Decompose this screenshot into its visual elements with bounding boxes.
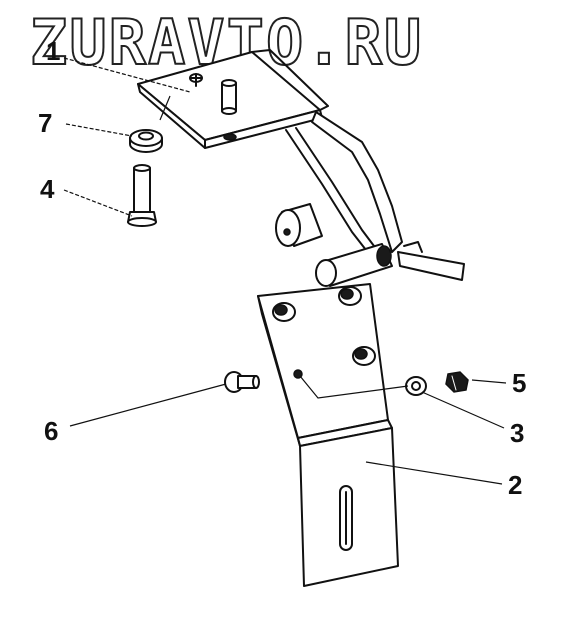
linkage-arm — [285, 111, 403, 253]
pin-part-6 — [224, 371, 260, 393]
callout-labels: 1 7 4 6 5 3 2 — [38, 36, 526, 500]
plate-small-nut — [189, 73, 203, 87]
nut-part-5 — [445, 371, 469, 393]
bracket — [257, 283, 399, 587]
callout-5: 5 — [512, 368, 526, 398]
leader-lines — [63, 57, 507, 485]
pedal-lever — [397, 241, 465, 281]
pivot-tube — [315, 243, 393, 287]
bracket-stud-middle — [352, 346, 376, 366]
callout-4: 4 — [40, 174, 55, 204]
bracket-stud-upper-left — [272, 302, 296, 322]
bolt-part-4 — [127, 164, 157, 227]
callout-6: 6 — [44, 416, 58, 446]
callout-7: 7 — [38, 108, 52, 138]
callout-1: 1 — [46, 36, 60, 66]
callout-2: 2 — [508, 470, 522, 500]
plate-stud — [221, 79, 237, 115]
bracket-stud-upper-right — [338, 286, 362, 306]
callout-3: 3 — [510, 418, 524, 448]
pivot-bushing — [275, 203, 323, 247]
washer-part-3 — [405, 376, 427, 396]
washer-part-7 — [129, 129, 163, 153]
